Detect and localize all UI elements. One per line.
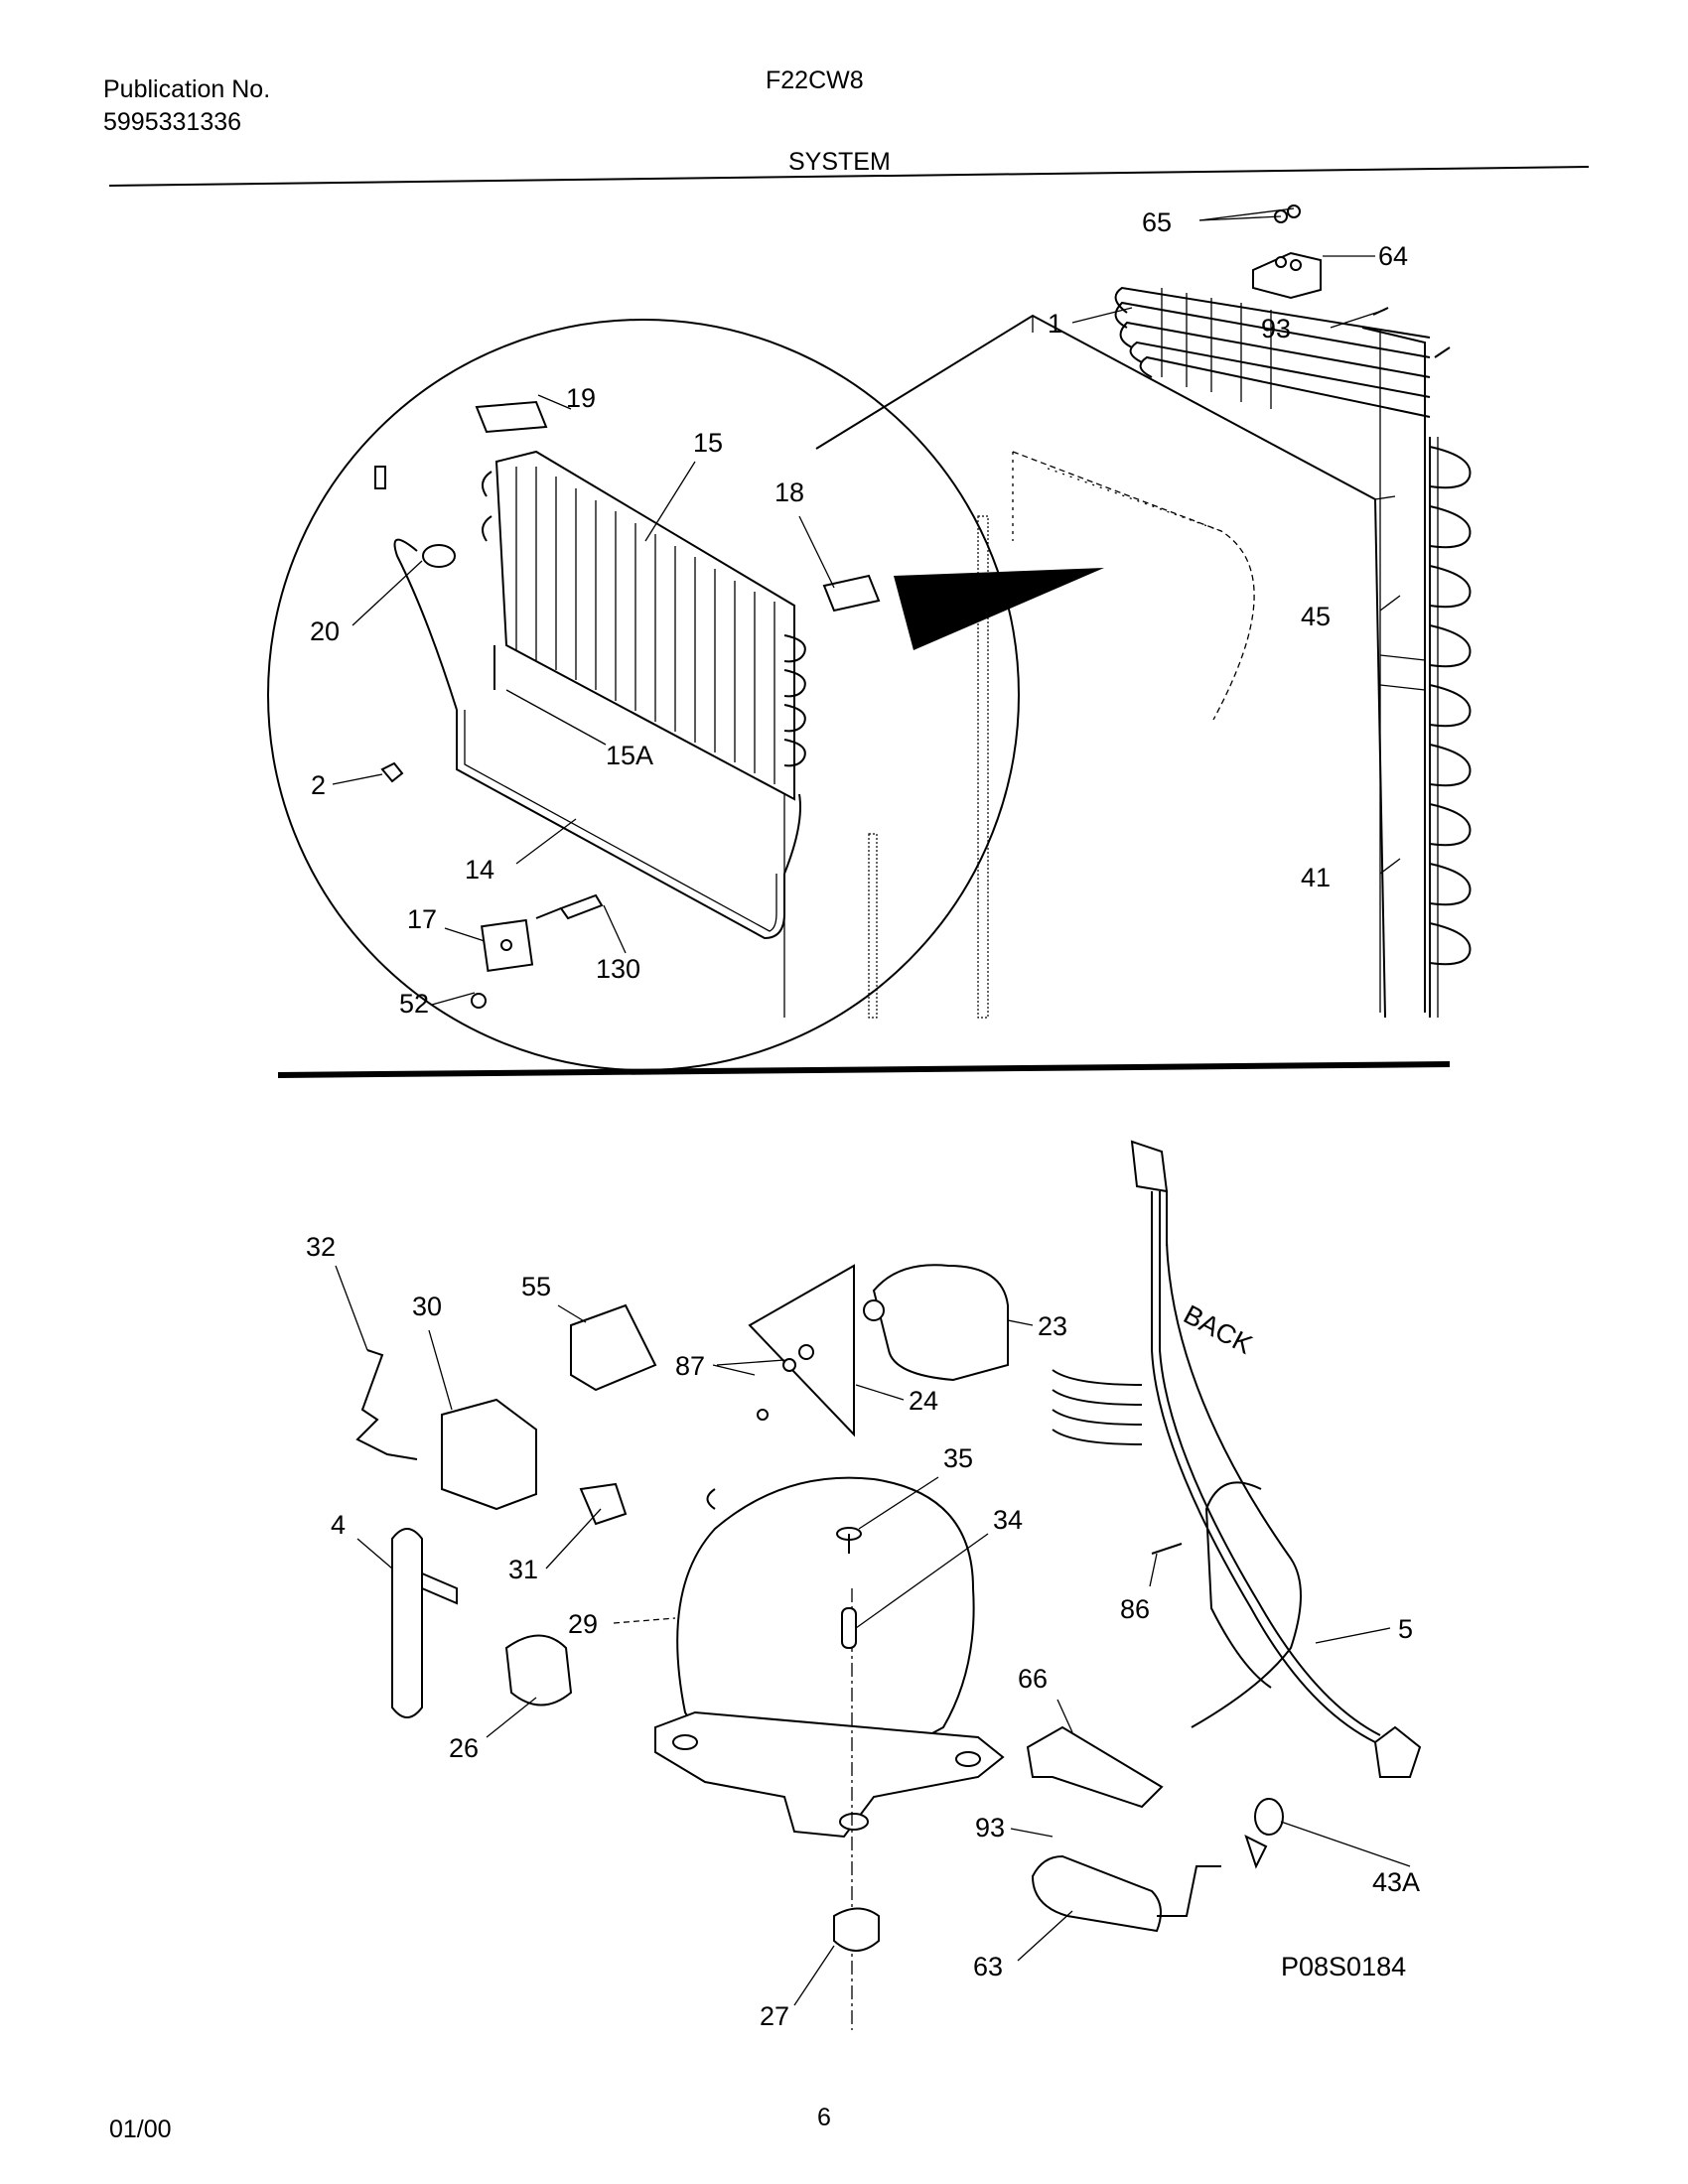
insulation-pad: [822, 574, 881, 613]
model-number: F22CW8: [766, 67, 864, 94]
label-52: 52: [399, 989, 429, 1019]
screw: [1287, 205, 1301, 218]
footer-date: 01/00: [109, 2116, 172, 2143]
condenser-bracket: [1252, 251, 1322, 300]
top-leader-lines: [332, 207, 1401, 1006]
side-condenser-coils: [1429, 437, 1472, 1018]
label-45: 45: [1301, 602, 1331, 631]
label-93: 93: [1261, 314, 1291, 343]
label-55: 55: [521, 1272, 551, 1301]
power-cord: [1052, 1140, 1422, 1778]
label-29: 29: [568, 1609, 598, 1639]
label-41: 41: [1301, 863, 1331, 892]
start-relay: [441, 1398, 537, 1511]
header-rule: [108, 166, 1590, 187]
label-34: 34: [993, 1505, 1023, 1535]
run-capacitor: [1031, 1854, 1162, 1933]
condenser-fan-motor: [872, 1264, 1009, 1382]
label-93-bottom: 93: [975, 1813, 1005, 1843]
label-23: 23: [1038, 1311, 1067, 1341]
label-64: 64: [1378, 241, 1408, 271]
cabinet-illustration: [783, 205, 1472, 1019]
label-15: 15: [693, 428, 723, 458]
label-63: 63: [973, 1952, 1003, 1981]
label-18: 18: [774, 478, 804, 507]
detail-pointer: [894, 568, 1104, 650]
section-title: SYSTEM: [788, 148, 891, 176]
label-30: 30: [412, 1292, 442, 1321]
label-2: 2: [311, 770, 326, 800]
label-86: 86: [1120, 1594, 1150, 1624]
label-14: 14: [465, 855, 494, 885]
label-87: 87: [675, 1351, 705, 1381]
label-15a: 15A: [606, 741, 653, 770]
label-26: 26: [449, 1733, 479, 1763]
bottom-leader-lines: [335, 1265, 1411, 2006]
label-65: 65: [1142, 207, 1172, 237]
publication-label: Publication No.: [103, 75, 271, 103]
label-27: 27: [760, 2001, 789, 2031]
section-divider: [277, 1061, 1451, 1078]
label-20: 20: [310, 616, 340, 646]
evaporator-detail: [267, 319, 1020, 1071]
label-66: 66: [1018, 1664, 1048, 1694]
compressor-illustration: [355, 1140, 1422, 2030]
label-1: 1: [1048, 309, 1062, 339]
label-32: 32: [306, 1232, 336, 1262]
label-17: 17: [407, 904, 437, 934]
label-24: 24: [909, 1386, 938, 1416]
figure-code: P08S0184: [1281, 1952, 1406, 1981]
label-5: 5: [1398, 1614, 1413, 1644]
label-35: 35: [943, 1443, 973, 1473]
filter-drier: [391, 1528, 423, 1718]
compressor-grommet: [833, 1907, 880, 1952]
label-back: BACK: [1179, 1299, 1257, 1360]
label-43a: 43A: [1372, 1867, 1420, 1897]
page-number: 6: [817, 2104, 831, 2131]
label-130: 130: [596, 954, 640, 984]
insulation-pad: [475, 400, 548, 434]
label-31: 31: [508, 1555, 538, 1584]
label-19: 19: [566, 383, 596, 413]
label-4: 4: [331, 1510, 346, 1540]
publication-number: 5995331336: [103, 108, 242, 136]
